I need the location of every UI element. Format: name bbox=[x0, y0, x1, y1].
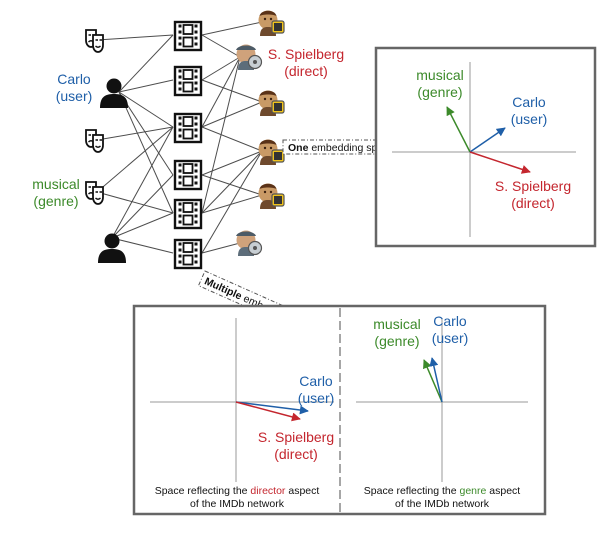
director-carlo-label: Carlo bbox=[299, 373, 333, 389]
movie-icon bbox=[173, 198, 203, 230]
director-icon bbox=[235, 229, 263, 257]
director-caption-line1: Space reflecting the director aspect bbox=[155, 485, 320, 497]
single-spielberg-role: (direct) bbox=[511, 195, 555, 211]
genre-musical-label: musical bbox=[373, 316, 420, 332]
carlo-vector bbox=[469, 127, 506, 153]
director-spielberg-label: S. Spielberg bbox=[258, 429, 334, 445]
genre-nodes bbox=[85, 29, 104, 205]
single-carlo-role: (user) bbox=[511, 111, 548, 127]
genre-caption-line2: of the IMDb network bbox=[395, 498, 490, 510]
one-space-label-bold: One bbox=[288, 142, 309, 154]
spielberg-vector bbox=[235, 401, 301, 422]
movie-icon bbox=[173, 20, 203, 52]
genre-caption-line1: Space reflecting the genre aspect bbox=[364, 485, 521, 497]
spielberg-vector bbox=[469, 151, 531, 174]
director-carlo-role: (user) bbox=[298, 390, 335, 406]
user-person-icon bbox=[100, 78, 128, 108]
musical-vector bbox=[446, 106, 471, 153]
multi-space-panel: Carlo (user) S. Spielberg (direct) Space… bbox=[132, 304, 547, 516]
genre-masks-icon bbox=[85, 181, 104, 205]
genre-space: musical (genre) Carlo (user) Space refle… bbox=[356, 313, 528, 510]
svg-text:One embedding space: One embedding space bbox=[288, 142, 394, 154]
director-icon bbox=[257, 89, 285, 117]
director-space: Carlo (user) S. Spielberg (direct) Space… bbox=[150, 318, 334, 510]
musical-vector bbox=[423, 359, 443, 403]
genre-carlo-role: (user) bbox=[432, 330, 469, 346]
user-nodes bbox=[98, 78, 128, 263]
director-caption-line2: of the IMDb network bbox=[190, 498, 285, 510]
single-space-panel: musical (genre) Carlo (user) S. Spielber… bbox=[374, 46, 597, 248]
genre-carlo-label: Carlo bbox=[433, 313, 467, 329]
carlo-role: (user) bbox=[56, 88, 93, 104]
musical-label: musical bbox=[32, 176, 79, 192]
single-musical-label: musical bbox=[416, 67, 463, 83]
single-spielberg-label: S. Spielberg bbox=[495, 178, 571, 194]
movie-icon bbox=[173, 65, 203, 97]
spielberg-label: S. Spielberg bbox=[268, 46, 344, 62]
director-icon bbox=[257, 9, 285, 37]
network-labels: Carlo (user) musical (genre) S. Spielber… bbox=[32, 46, 344, 209]
spielberg-role: (direct) bbox=[284, 63, 328, 79]
carlo-vector bbox=[235, 401, 309, 415]
single-carlo-label: Carlo bbox=[512, 94, 546, 110]
musical-role: (genre) bbox=[33, 193, 78, 209]
genre-masks-icon bbox=[85, 29, 104, 53]
carlo-label: Carlo bbox=[57, 71, 91, 87]
movie-icon bbox=[173, 159, 203, 191]
director-icon bbox=[257, 138, 285, 166]
genre-musical-role: (genre) bbox=[374, 333, 419, 349]
network-edges bbox=[96, 21, 263, 254]
user-person-icon bbox=[98, 233, 126, 263]
carlo-vector bbox=[429, 357, 443, 403]
movie-icon bbox=[173, 112, 203, 144]
genre-masks-icon bbox=[85, 129, 104, 153]
one-space-label-rest: embedding space bbox=[308, 142, 394, 154]
director-icon bbox=[257, 182, 285, 210]
movie-icon bbox=[173, 238, 203, 270]
director-icon bbox=[235, 43, 263, 71]
single-musical-role: (genre) bbox=[417, 84, 462, 100]
movie-nodes bbox=[173, 20, 203, 270]
director-spielberg-role: (direct) bbox=[274, 446, 318, 462]
